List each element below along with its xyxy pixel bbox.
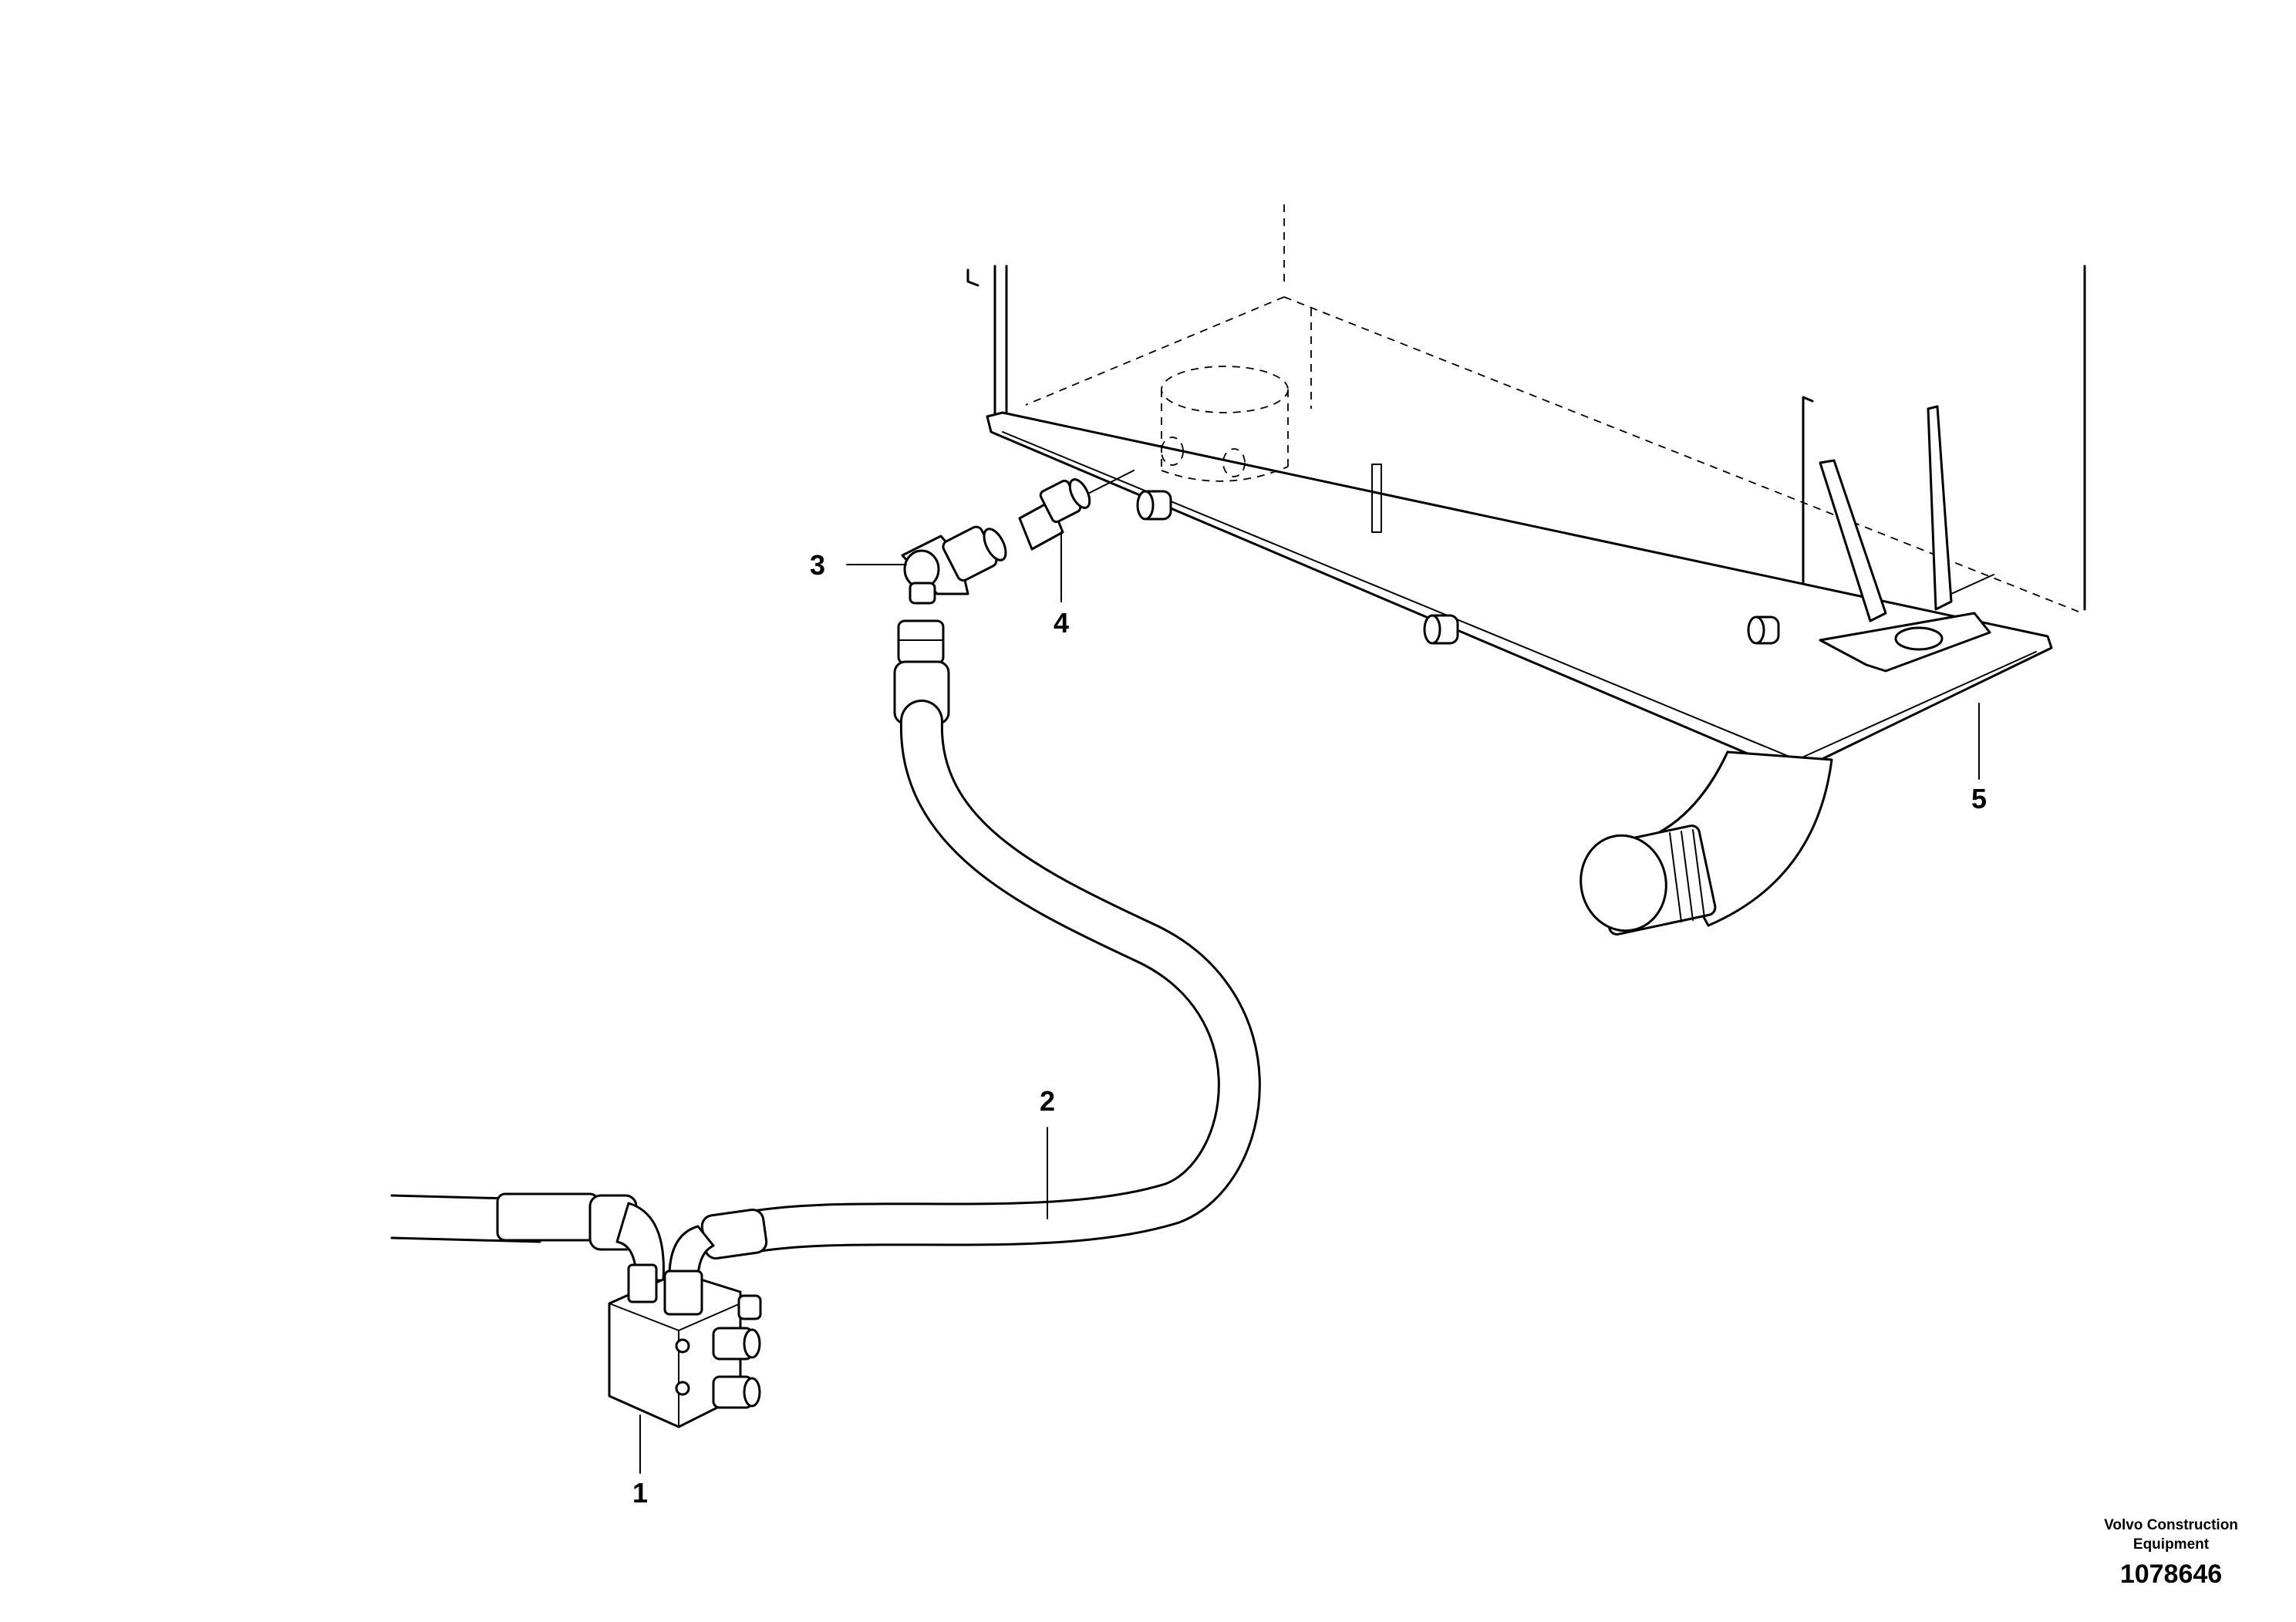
straight-adapter — [1018, 470, 1135, 551]
hydraulic-hose — [668, 619, 1261, 1282]
callout-4: 4 — [1054, 607, 1069, 639]
callout-3: 3 — [810, 549, 825, 581]
company-name-line1: Volvo Construction — [2104, 1517, 2238, 1533]
callout-leaders — [639, 531, 1980, 1474]
suction-outlet-pipe — [1580, 750, 1833, 936]
elbow-fitting — [901, 525, 1007, 605]
boss-cylinder — [1747, 615, 1780, 645]
valve-block — [608, 1263, 762, 1428]
drawing-number: 1078646 — [2120, 1560, 2222, 1589]
callout-2: 2 — [1040, 1085, 1055, 1117]
callout-5: 5 — [1971, 783, 1987, 814]
company-name-line2: Equipment — [2133, 1536, 2210, 1553]
boss-cylinder — [1423, 614, 1459, 645]
mounting-bracket — [1819, 405, 1994, 673]
internal-port-cylinder — [1161, 366, 1289, 482]
hydraulic-tank — [966, 204, 2086, 936]
callout-1: 1 — [632, 1477, 648, 1509]
incoming-hose — [390, 1192, 665, 1282]
boss-cylinder — [1136, 490, 1172, 521]
